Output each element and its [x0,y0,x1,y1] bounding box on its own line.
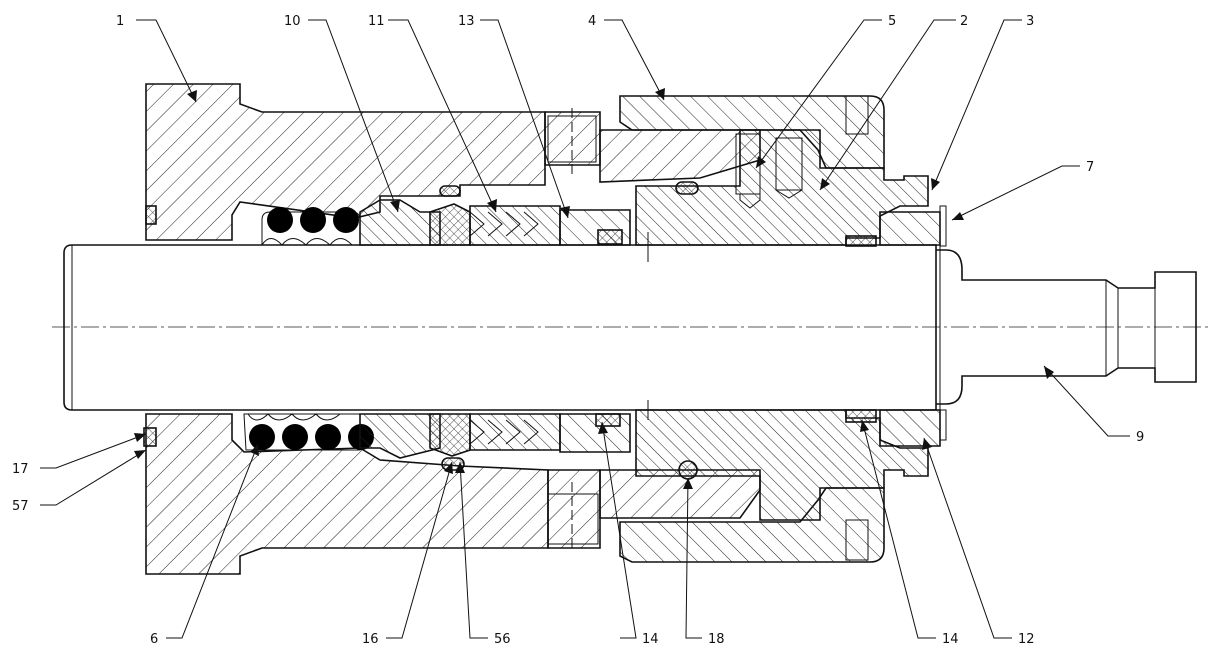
callout-16: 16 [362,632,379,647]
callout-6: 6 [150,632,158,647]
callout-13: 13 [458,14,475,29]
callout-3: 3 [1026,14,1034,29]
callout-labels: 1 10 11 13 4 5 2 3 7 9 17 57 6 16 56 14 … [12,14,1144,647]
callout-14-left: 14 [642,632,659,647]
sleeve-part-2 [635,129,929,521]
callout-17: 17 [12,462,29,477]
seal-stack-lower [359,413,698,480]
end-ring-part-3-12 [845,205,947,447]
callout-57: 57 [12,499,29,514]
callout-1: 1 [116,14,124,29]
shaft-part-9 [63,232,1197,420]
callout-56: 56 [494,632,511,647]
callout-12: 12 [1018,632,1035,647]
gland-part-1-upper [145,83,761,241]
seal-stack-upper [359,185,631,246]
gland-part-1-lower [143,413,761,575]
callout-9: 9 [1136,430,1144,445]
callout-5: 5 [888,14,896,29]
callout-10: 10 [284,14,301,29]
leader-lines [40,19,1130,639]
callout-11: 11 [368,14,385,29]
callout-14-right: 14 [942,632,959,647]
callout-7: 7 [1086,160,1094,175]
callout-2: 2 [960,14,968,29]
spring-part-6 [243,207,374,451]
callout-4: 4 [588,14,596,29]
callout-18: 18 [708,632,725,647]
